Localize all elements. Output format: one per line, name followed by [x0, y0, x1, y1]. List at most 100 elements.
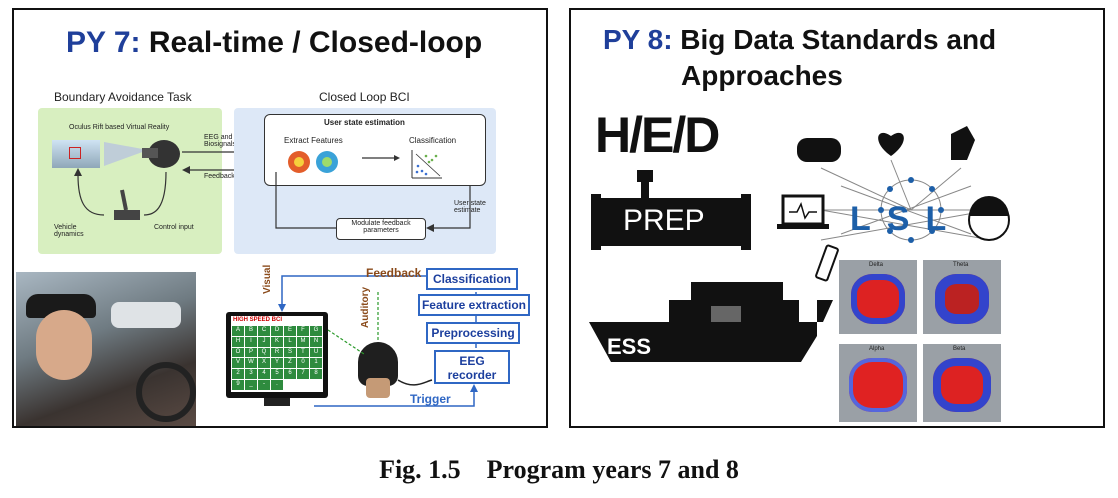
oculus-headset	[142, 148, 158, 158]
topomap-1-center	[294, 157, 304, 167]
brain-label-alpha: Alpha	[869, 346, 885, 352]
bci-key: E	[284, 326, 296, 336]
figure-caption: Fig. 1.5 Program years 7 and 8	[379, 455, 739, 484]
bci-key: _	[245, 380, 257, 390]
bci-key: Q	[258, 347, 270, 358]
lsl-nodes	[878, 177, 944, 243]
control-input-label: Control input	[154, 224, 194, 231]
muscle-icon	[951, 126, 975, 160]
brain-beta-activity	[933, 358, 991, 412]
heart-icon	[878, 132, 904, 156]
control-arrow	[143, 171, 167, 216]
py7-panel: PY 7: Real-time / Closed-loop Boundary A…	[12, 8, 548, 428]
bci-key: G	[310, 326, 322, 336]
pipe-valve-handle	[637, 170, 653, 182]
monitor-stand	[264, 398, 290, 406]
bci-key: N	[310, 336, 322, 347]
joystick-base	[114, 210, 140, 220]
pipeline-classification: Classification	[426, 268, 518, 290]
py8-title-prefix: PY 8:	[603, 24, 673, 55]
boundary-task-panel	[38, 108, 222, 254]
user-state-estimate-label: User state estimate	[454, 200, 486, 214]
bci-key: L	[284, 336, 296, 347]
bci-key: W	[245, 358, 257, 369]
py8-title-line2: Approaches	[681, 60, 843, 91]
classification-small-label: Classification	[409, 136, 457, 145]
lsl-connections	[820, 159, 992, 241]
ess-label: ESS	[607, 334, 652, 359]
bci-key: D	[271, 326, 283, 336]
pipe-valve-stem	[641, 182, 649, 202]
bci-key: Z	[284, 358, 296, 369]
py7-title: PY 7: Real-time / Closed-loop	[66, 26, 482, 60]
brain-delta	[839, 260, 917, 334]
bci-key: 3	[245, 369, 257, 380]
scatter-boundary	[415, 153, 441, 177]
modulate-feedback-label: Modulate feedback parameters	[351, 220, 411, 234]
lsl-network	[777, 126, 1010, 282]
bci-key: 7	[297, 369, 309, 380]
eeg-biosignals-label: EEG and Biosignals	[204, 134, 236, 148]
boundary-task-diagram	[74, 140, 267, 220]
bci-key: S	[284, 347, 296, 358]
driver-photo	[16, 272, 196, 426]
vehicle-arrow-head	[74, 168, 82, 176]
vr-user-head	[148, 140, 180, 168]
pipeline-preprocessing: Preprocessing	[426, 322, 520, 344]
gamepad-icon	[797, 138, 841, 162]
visual-link	[327, 329, 365, 355]
phone-icon	[815, 244, 839, 282]
vr-scene-image	[52, 140, 100, 168]
bci-key: 0	[297, 358, 309, 369]
estimate-arrow	[434, 186, 471, 229]
scatter-green-points	[424, 154, 438, 164]
ship-hull	[589, 300, 833, 362]
prep-label: PREP	[623, 204, 705, 237]
bci-key: U	[310, 347, 322, 358]
brain-delta-activity	[851, 274, 905, 324]
bci-key: M	[297, 336, 309, 347]
pipeline-feature-extraction: Feature extraction	[418, 294, 530, 316]
bci-key: I	[245, 336, 257, 347]
feedback-arrow-head	[182, 166, 190, 174]
visual-label: Visual	[262, 264, 273, 294]
bci-key: A	[232, 326, 244, 336]
cap-cable	[397, 379, 433, 386]
oculus-label: Oculus Rift based Virtual Reality	[69, 124, 170, 131]
trigger-line	[314, 390, 475, 407]
brain-theta	[923, 260, 1001, 334]
user-state-title: User state estimation	[324, 118, 405, 127]
boundary-task-title: Boundary Avoidance Task	[54, 90, 192, 104]
ess-ship-logo	[589, 282, 833, 362]
steering-wheel	[136, 362, 196, 422]
pipe-flange-right	[741, 194, 751, 250]
bci-key: H	[232, 336, 244, 347]
bci-key: V	[232, 358, 244, 369]
auditory-label: Auditory	[360, 286, 371, 328]
joystick-stick	[120, 189, 128, 211]
pipeline-eeg-recorder: EEG recorder	[434, 350, 510, 384]
bci-key: P	[245, 347, 257, 358]
trigger-line-head	[470, 384, 478, 392]
bci-key: X	[258, 358, 270, 369]
bci-key: J	[258, 336, 270, 347]
lsl-logo: LSL	[850, 200, 963, 238]
scatter-blue-points	[415, 164, 428, 176]
bci-key: 9	[232, 380, 244, 390]
vr-target-marker	[69, 147, 81, 159]
hed-logo: H/E/D	[595, 107, 720, 163]
brain-label-delta: Delta	[869, 262, 884, 268]
pipe-flange-left	[591, 194, 601, 250]
laptop-signal	[789, 201, 817, 220]
feedback-small-label: Feedback	[204, 173, 235, 180]
bci-key: 4	[258, 369, 270, 380]
bci-key: -	[258, 380, 270, 390]
vr-view-cone	[104, 142, 148, 166]
brain-label-theta: Theta	[953, 262, 969, 268]
closed-loop-title: Closed Loop BCI	[319, 90, 410, 104]
py7-title-rest: Real-time / Closed-loop	[140, 26, 483, 59]
mannequin-neck	[366, 378, 390, 398]
bci-key: B	[245, 326, 257, 336]
estimate-arrow-head	[426, 224, 434, 232]
vehicle-arrow	[77, 174, 105, 216]
